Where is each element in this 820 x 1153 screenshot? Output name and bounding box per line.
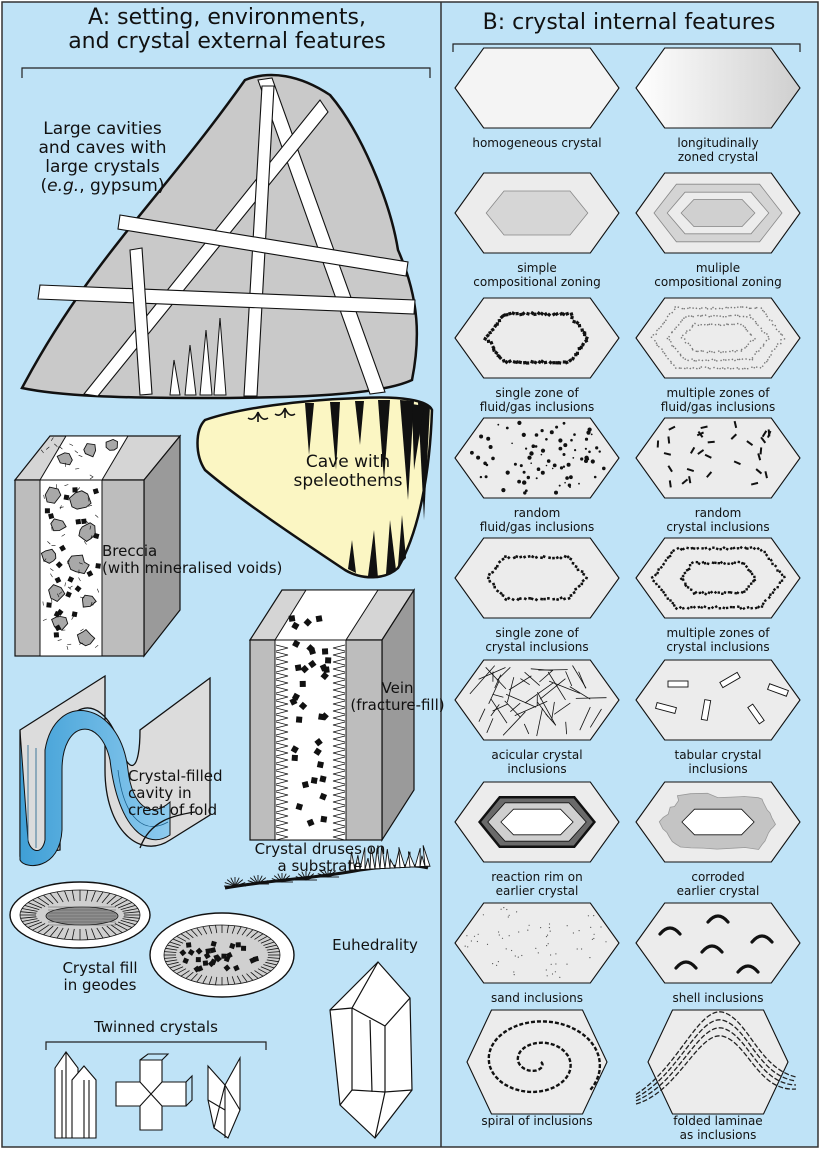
crystal-13 — [455, 782, 619, 862]
crystal-2 — [636, 48, 800, 128]
crystal-label-line2: fluid/gas inclusions — [442, 520, 632, 534]
crystal-label-16: shell inclusions — [623, 991, 813, 1005]
druses-label: Crystal druses on a substrate — [220, 841, 420, 875]
crystal-label-line2: fluid/gas inclusions — [623, 400, 813, 414]
euhedrality-label: Euhedrality — [320, 937, 430, 954]
crystal-label-line1: shell inclusions — [623, 991, 813, 1005]
crystal-label-line2: crystal inclusions — [442, 640, 632, 654]
panel-a-title-line2: and crystal external features — [12, 30, 442, 54]
large-cavities-label: Large cavities and caves with large crys… — [0, 120, 205, 196]
crystal-label-1: homogeneous crystal — [442, 136, 632, 150]
crystal-16 — [636, 903, 800, 983]
crystal-label-line1: random — [623, 506, 813, 520]
crystal-7 — [455, 418, 619, 498]
crystal-label-line2: crystal inclusions — [623, 520, 813, 534]
crystal-8 — [636, 418, 800, 498]
crystal-label-line2: fluid/gas inclusions — [442, 400, 632, 414]
crystal-9 — [455, 538, 619, 618]
crystal-5 — [455, 298, 619, 378]
crystal-label-15: sand inclusions — [442, 991, 632, 1005]
crystal-label-line2: inclusions — [442, 762, 632, 776]
panel-b-title: B: crystal internal features — [443, 12, 815, 34]
crystal-label-line1: tabular crystal — [623, 748, 813, 762]
crystal-label-line2: earlier crystal — [442, 884, 632, 898]
crystal-15 — [455, 903, 619, 983]
crystal-label-line1: single zone of — [442, 626, 632, 640]
twinned-label: Twinned crystals — [46, 1019, 266, 1036]
geodes-label: Crystal fill in geodes — [40, 960, 160, 994]
fold-label: Crystal-filled cavity in crest of fold — [128, 768, 223, 819]
crystal-label-line1: random — [442, 506, 632, 520]
crystal-label-line1: reaction rim on — [442, 870, 632, 884]
crystal-17 — [467, 1010, 607, 1114]
vein-drawing — [250, 590, 414, 840]
crystal-label-line1: single zone of — [442, 386, 632, 400]
crystal-label-line2: crystal inclusions — [623, 640, 813, 654]
crystal-label-line1: spiral of inclusions — [442, 1114, 632, 1128]
crystal-label-line2: inclusions — [623, 762, 813, 776]
crystal-label-17: spiral of inclusions — [442, 1114, 632, 1128]
cave-label: Cave with speleothems — [278, 453, 418, 491]
crystal-label-line1: muliple — [623, 261, 813, 275]
crystal-4 — [636, 173, 800, 253]
crystal-6 — [636, 298, 800, 378]
crystal-label-line1: multiple zones of — [623, 626, 813, 640]
crystal-label-line1: acicular crystal — [442, 748, 632, 762]
crystal-label-line1: sand inclusions — [442, 991, 632, 1005]
crystal-label-line1: corroded — [623, 870, 813, 884]
crystal-14 — [636, 782, 800, 862]
geode-small-drawing — [150, 913, 294, 997]
vein-label: Vein (fracture-fill) — [350, 680, 445, 714]
crystal-label-line2: as inclusions — [623, 1128, 813, 1142]
crystal-11 — [455, 660, 619, 740]
breccia-label: Breccia (with mineralised voids) — [102, 543, 282, 577]
crystal-label-line2: zoned crystal — [623, 150, 813, 164]
crystal-label-line1: homogeneous crystal — [442, 136, 632, 150]
crystal-10 — [636, 538, 800, 618]
crystal-12 — [636, 660, 800, 740]
geode-large-drawing — [10, 882, 150, 948]
crystal-label-line1: simple — [442, 261, 632, 275]
crystal-1 — [455, 48, 619, 128]
crystal-label-line2: compositional zoning — [442, 275, 632, 289]
crystal-3 — [455, 173, 619, 253]
crystal-label-line1: multiple zones of — [623, 386, 813, 400]
crystal-label-line2: earlier crystal — [623, 884, 813, 898]
panel-a-title-line1: A: setting, environments, — [12, 6, 442, 30]
crystal-label-line1: longitudinally — [623, 136, 813, 150]
crystal-label-line1: folded laminae — [623, 1114, 813, 1128]
crystal-label-line2: compositional zoning — [623, 275, 813, 289]
